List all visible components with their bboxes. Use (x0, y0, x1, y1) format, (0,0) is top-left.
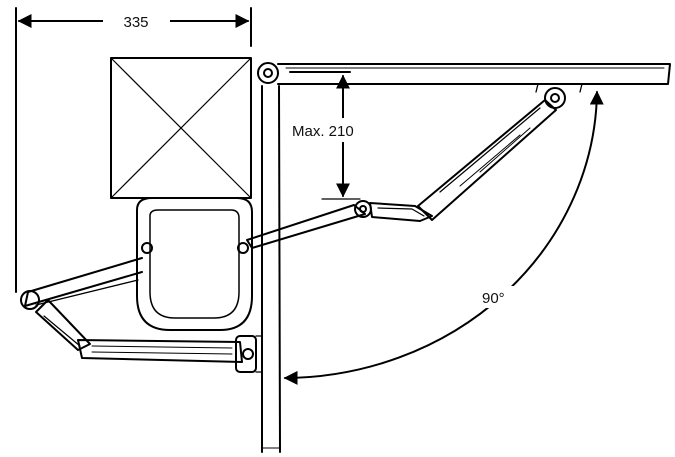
gate-leaf-closed (257, 62, 671, 85)
operator-arm-closed (246, 83, 583, 249)
max-label: Max. 210 (292, 123, 354, 140)
width-dimension (15, 7, 252, 293)
operator-arm-open (20, 257, 263, 373)
motor-housing (136, 197, 253, 331)
angle-label: 90° (482, 290, 505, 307)
width-label: 335 (123, 14, 148, 31)
gate-pillar (110, 57, 252, 199)
gate-leaf-open (261, 85, 281, 453)
